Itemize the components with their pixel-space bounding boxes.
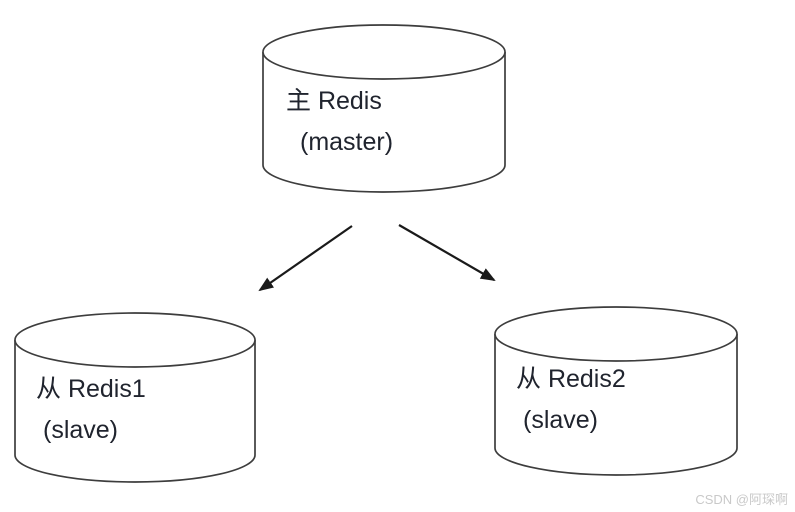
csdn-watermark: CSDN @阿琛啊 [695, 492, 788, 507]
arrow-master-to-slave2-icon [398, 224, 496, 282]
master-role-text: (master) [300, 128, 394, 156]
master-name-text: 主 Redis [286, 87, 382, 115]
node-label-slave2: 从 Redis2 (slave) [516, 359, 626, 441]
arrow-master-to-slave1-icon [258, 225, 353, 292]
slave1-role-text: (slave) [43, 416, 119, 444]
node-label-slave1: 从 Redis1 (slave) [36, 369, 146, 451]
node-label-master: 主 Redis (master) [286, 81, 393, 163]
slave2-name-text: 从 Redis2 [516, 365, 626, 393]
slave2-cylinder-shape [494, 306, 738, 476]
master-cylinder-shape [262, 24, 506, 193]
slave1-cylinder-shape [14, 312, 256, 483]
slave1-name-text: 从 Redis1 [36, 375, 146, 403]
slave2-role-text: (slave) [523, 406, 599, 434]
